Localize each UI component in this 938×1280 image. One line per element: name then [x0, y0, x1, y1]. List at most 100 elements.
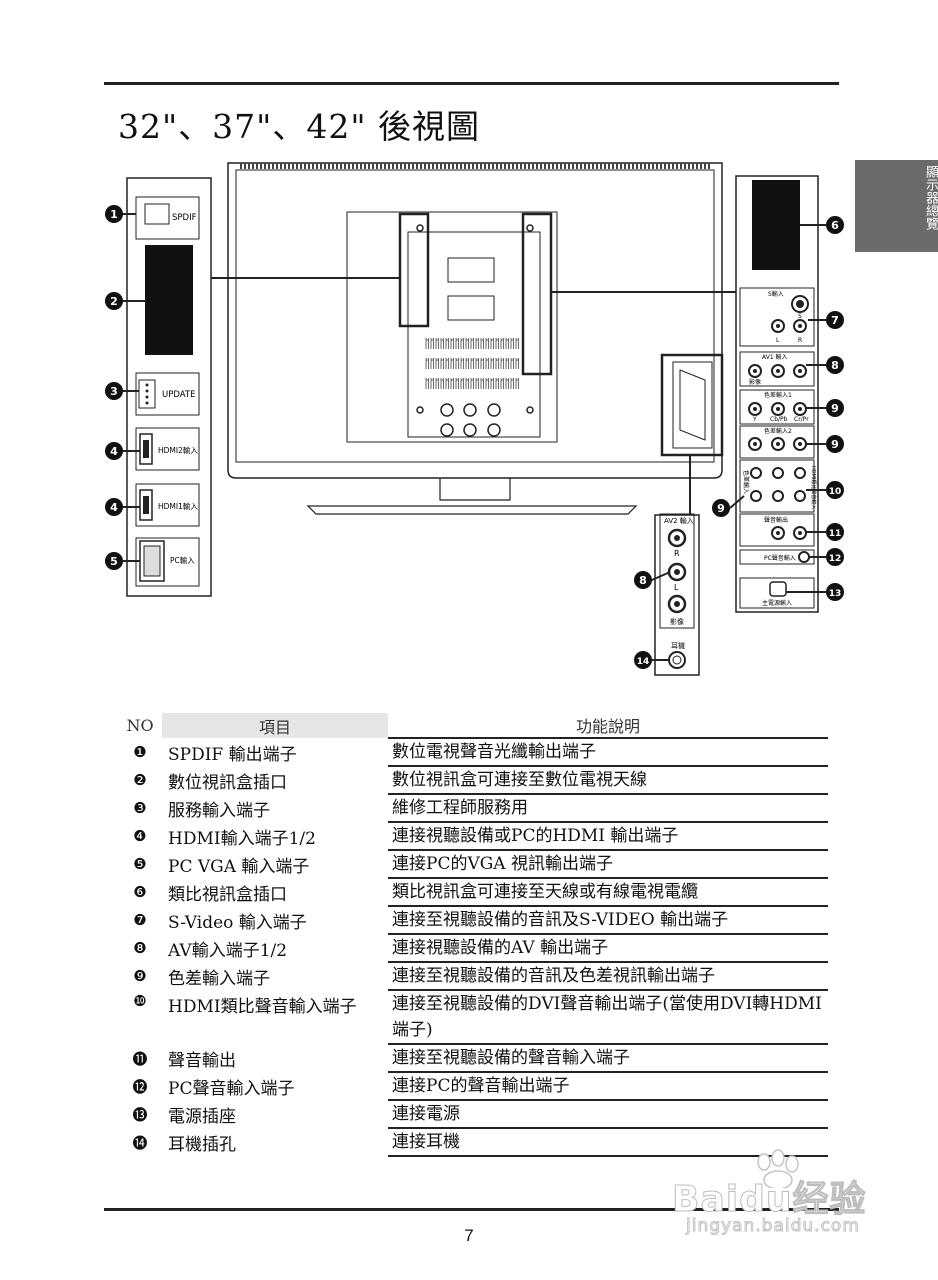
table-row: ⓭ 電源插座 連接電源 — [118, 1100, 828, 1129]
y-label: Y — [752, 416, 757, 423]
spdif-label: SPDIF — [172, 213, 197, 223]
row-function: 數位視訊盒可連接至數位電視天線 — [388, 766, 828, 795]
table-row: ❻ 類比視訊盒插口 類比視訊盒可連接至天線或有線電視電纜 — [118, 878, 828, 907]
row-function: 數位電視聲音光纖輸出端子 — [388, 738, 828, 767]
row-function: 連接電源 — [388, 1100, 828, 1129]
row-function: 連接視聽設備或PC的HDMI 輸出端子 — [388, 822, 828, 851]
row-number: ❿ — [133, 992, 147, 1010]
row-number: ❺ — [133, 855, 147, 873]
row-item: 耳機插孔 — [168, 1134, 236, 1155]
callout-badge — [712, 499, 730, 517]
row-function: 連接至視聽設備的音訊及色差視訊輸出端子 — [388, 962, 828, 991]
callout-number: 7 — [831, 314, 839, 327]
av2-l-label: L — [674, 583, 679, 592]
callout-badge — [826, 523, 844, 541]
row-function: 連接PC的聲音輸出端子 — [388, 1072, 828, 1101]
hdmi1-label: HDMI1輸入 — [158, 501, 198, 511]
callout-number: 10 — [829, 487, 842, 497]
callout-number: 8 — [639, 574, 647, 587]
callout-number: 2 — [110, 295, 118, 308]
rear-view-diagram: SPDIF UPDATE HDMI2輸入 HDMI1輸入 PC輸入 S輸入 S … — [105, 162, 844, 676]
component2-label: 色差輸入2 — [764, 427, 792, 435]
left-connector-panel: SPDIF UPDATE HDMI2輸入 HDMI1輸入 PC輸入 — [126, 177, 212, 597]
row-number: ⓮ — [132, 1133, 148, 1152]
l-label: L — [776, 337, 780, 344]
cbpb-label: Cb/Pb — [770, 416, 788, 423]
tv-rear-body — [227, 162, 724, 515]
table-row: ⓬ PC聲音輸入端子 連接PC的聲音輸出端子 — [118, 1072, 828, 1101]
callout-number: 9 — [831, 438, 839, 451]
callout-badge — [634, 571, 652, 589]
av2-r-label: R — [674, 549, 680, 558]
callout-badge — [826, 435, 844, 453]
row-item: HDMI類比聲音輸入端子 — [168, 997, 357, 1017]
header-no: NO — [126, 716, 154, 735]
power-label: 主電源輸入 — [762, 599, 792, 607]
right-connector-panel: S輸入 S L R AV1 輸入 影像 色差輸入1 Y Cb/Pb Cr/Pr … — [735, 175, 819, 613]
component-audio-label: 色差輸入 — [742, 470, 750, 494]
callout-badge — [105, 382, 123, 400]
row-item: HDMI輸入端子1/2 — [168, 828, 316, 849]
callout-number: 11 — [829, 529, 842, 539]
row-number: ❾ — [133, 967, 147, 985]
hdmi2-label: HDMI2輸入 — [158, 445, 198, 455]
pc-input-label: PC輸入 — [170, 555, 195, 565]
row-function: 類比視訊盒可連接至天線或有線電視電纜 — [388, 878, 828, 907]
av2-label: AV2 輸入 — [664, 516, 694, 525]
page-number: 7 — [464, 1226, 474, 1245]
s-input-label: S輸入 — [768, 290, 784, 298]
row-item: PC VGA 輸入端子 — [168, 856, 310, 877]
row-item: 電源插座 — [168, 1106, 236, 1127]
row-item: 聲音輸出 — [168, 1050, 236, 1071]
callout-number: 12 — [829, 554, 842, 564]
row-function: 連接PC的VGA 視訊輸出端子 — [388, 850, 828, 879]
paw-logo-icon — [757, 1149, 799, 1188]
video-label: 影像 — [749, 378, 761, 386]
row-function: 連接視聽設備的AV 輸出端子 — [388, 934, 828, 963]
callout-number: 3 — [110, 385, 118, 398]
hdmi-audio-label: HDMI類比聲音輸入 — [810, 466, 817, 509]
row-function: 連接至視聽設備的聲音輸入端子 — [388, 1044, 828, 1073]
callout-badge — [105, 292, 123, 310]
crpr-label: Cr/Pr — [794, 416, 809, 423]
bottom-rule — [104, 1208, 839, 1211]
section-side-tab: 顯示器總覽 — [855, 160, 938, 252]
callout-number: 4 — [110, 445, 118, 458]
row-number: ❻ — [133, 883, 147, 901]
row-number: ❶ — [133, 743, 147, 761]
watermark-main-text: Baidu经验 — [671, 1179, 867, 1221]
watermark-url-text: jingyan.baidu.com — [686, 1216, 860, 1237]
watermark: Baidu经验 jingyan.baidu.com — [671, 1148, 882, 1243]
callout-badge — [105, 205, 123, 223]
pc-audio-label: PC聲音輸入 — [764, 554, 796, 562]
row-item: SPDIF 輸出端子 — [168, 744, 297, 765]
page-title: 32"、37"、42" 後視圖 — [118, 107, 480, 146]
top-rule — [104, 82, 839, 85]
callout-number: 14 — [637, 657, 650, 667]
row-number: ⓬ — [132, 1077, 148, 1096]
table-row: ❶ SPDIF 輸出端子 數位電視聲音光纖輸出端子 — [118, 738, 828, 767]
audio-out-label: 聲音輸出 — [764, 516, 788, 524]
callout-number: 9 — [717, 502, 725, 515]
callout-badge — [826, 548, 844, 566]
s-label: S — [798, 313, 802, 320]
component1-label: 色差輸入1 — [764, 391, 792, 399]
table-row: ❺ PC VGA 輸入端子 連接PC的VGA 視訊輸出端子 — [118, 850, 828, 879]
row-number: ❸ — [133, 799, 147, 817]
row-item: PC聲音輸入端子 — [168, 1078, 295, 1099]
row-number: ⓭ — [132, 1105, 148, 1124]
row-function: 連接至視聽設備的DVI聲音輸出端子(當使用DVI轉HDMI端子) — [388, 990, 828, 1045]
row-item: AV輸入端子1/2 — [168, 940, 288, 961]
callout-badge — [826, 399, 844, 417]
callout-number: 8 — [831, 359, 839, 372]
row-item: 類比視訊盒插口 — [168, 884, 287, 905]
callout-number: 13 — [829, 589, 842, 599]
r-label: R — [798, 337, 802, 344]
callout-number: 5 — [110, 555, 118, 568]
